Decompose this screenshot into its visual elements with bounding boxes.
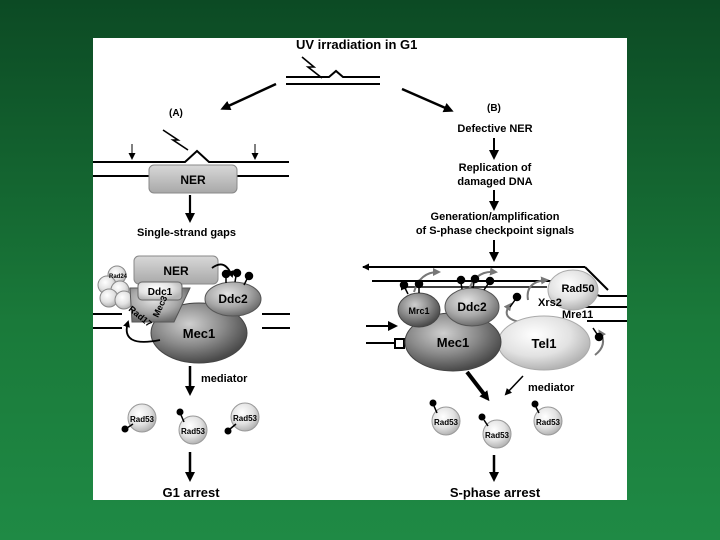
- rad53-right-2-label: Rad53: [485, 431, 510, 440]
- rad50-label: Rad50: [561, 283, 594, 295]
- mec1-right-label: Mec1: [437, 335, 470, 350]
- rad53-left-3-label: Rad53: [233, 414, 258, 423]
- rad53-right-1: [429, 399, 461, 436]
- ner-complex-label: NER: [163, 264, 189, 278]
- ddc2-right-label: Ddc2: [457, 300, 487, 314]
- step-generation-1: Generation/amplification: [431, 211, 560, 223]
- g1-arrest-label: G1 arrest: [162, 485, 220, 500]
- gaps-label: Single-strand gaps: [137, 227, 236, 239]
- uv-dna-top: [286, 56, 380, 85]
- ddc2-left: [204, 281, 262, 317]
- dna-left-complex: [93, 313, 290, 329]
- arrow-mec1-rad53-right: [465, 370, 490, 402]
- diagram-title: UV irradiation in G1: [296, 37, 417, 52]
- rad53-left-1-label: Rad53: [130, 415, 155, 424]
- rad24-cluster: [97, 265, 134, 310]
- mediator-left-label: mediator: [201, 373, 248, 385]
- arrow-to-b: [401, 87, 454, 113]
- phospho-pins-left: [221, 268, 254, 286]
- rad50: [547, 269, 599, 311]
- phospho-pins-right: [399, 274, 604, 342]
- mediator-right-label: mediator: [528, 382, 575, 394]
- ner-label: NER: [180, 173, 206, 187]
- arrow-to-rad17: [123, 320, 161, 343]
- rad53-right-1-label: Rad53: [434, 418, 459, 427]
- rad53-left-2: [176, 408, 208, 445]
- arrow-mediator-right: [504, 375, 524, 396]
- step-replication-1: Replication of: [459, 162, 532, 174]
- xrs2-label: Xrs2: [538, 297, 562, 309]
- pathway-b-label: (B): [487, 103, 501, 114]
- pathway-a-label: (A): [169, 108, 183, 119]
- ddc2-left-label: Ddc2: [218, 292, 248, 306]
- step-defective-ner: Defective NER: [457, 123, 532, 135]
- mre11-label: Mre11: [562, 309, 593, 321]
- rad53-right-3-label: Rad53: [536, 418, 561, 427]
- ner-box: [148, 164, 238, 194]
- rad24-label: Rad24: [109, 274, 128, 280]
- mec1-left-label: Mec1: [183, 326, 216, 341]
- rad53-right-3: [531, 400, 563, 436]
- tel1-label: Tel1: [531, 336, 556, 351]
- arrow-ner-ddc2: [211, 263, 234, 278]
- step-replication-2: damaged DNA: [457, 176, 532, 188]
- rad53-left-2-label: Rad53: [181, 427, 206, 436]
- ddc2-right: [444, 287, 500, 327]
- rad53-left-3: [224, 402, 260, 435]
- step-generation-2: of S-phase checkpoint signals: [416, 225, 574, 237]
- mrc1-label: Mrc1: [408, 306, 429, 316]
- rad53-left-1: [121, 403, 157, 433]
- rad53-right-2: [478, 413, 512, 449]
- ddc1-block: [137, 281, 183, 301]
- ddc1-label: Ddc1: [148, 287, 173, 298]
- s-phase-arrest-label: S-phase arrest: [450, 485, 541, 500]
- arrow-to-a: [220, 82, 277, 111]
